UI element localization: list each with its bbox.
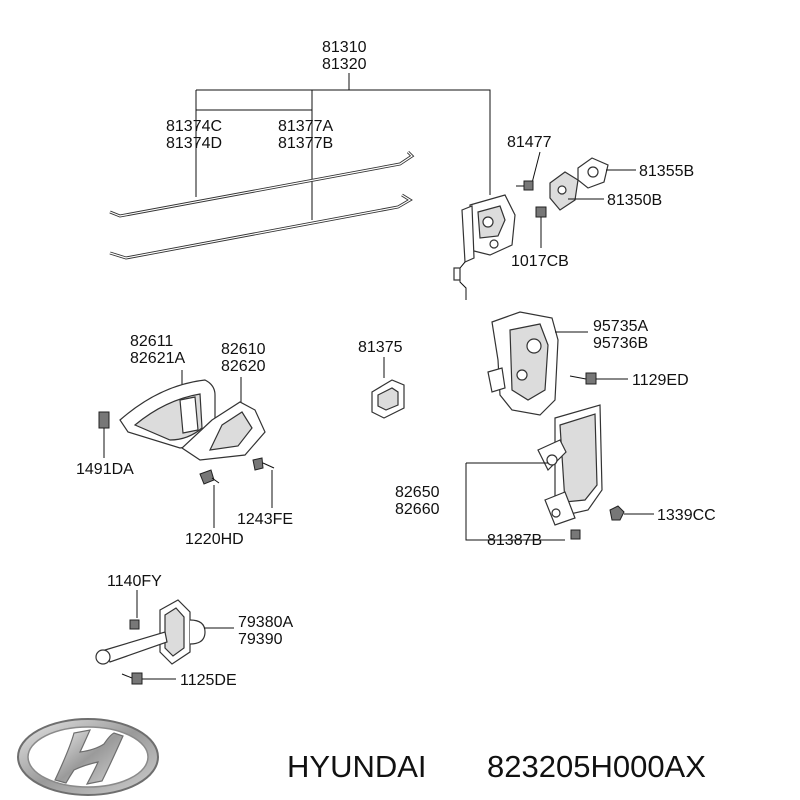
- label-95735a: 95735A: [593, 318, 648, 335]
- bolt-1125de: [121, 672, 176, 685]
- label-1129ed: 1129ED: [632, 372, 689, 389]
- label-81377a: 81377A: [278, 118, 333, 135]
- clip-1491da: [98, 411, 110, 458]
- outside-handle-82650: [537, 404, 603, 526]
- label-79390: 79390: [238, 631, 283, 648]
- label-81374c: 81374C: [166, 118, 222, 135]
- door-checker-79380: [95, 599, 206, 665]
- rod-81377: [109, 193, 413, 260]
- pad-81355b: [577, 157, 609, 189]
- label-81320: 81320: [322, 56, 367, 73]
- leader-82650: [465, 462, 565, 541]
- bracket-81350b: [549, 171, 579, 211]
- part-number: 823205H000AX: [487, 749, 706, 784]
- label-81387b: 81387B: [487, 532, 542, 549]
- label-81310: 81310: [322, 39, 367, 56]
- label-95736b: 95736B: [593, 335, 648, 352]
- bolt-81387b: [570, 529, 581, 540]
- leader-lines-top: [195, 73, 491, 220]
- door-lock-assembly: [453, 194, 516, 300]
- screw-1129ed: [569, 372, 628, 385]
- label-82610: 82610: [221, 341, 266, 358]
- rod-81374: [109, 150, 415, 218]
- screw-1017cb: [535, 206, 547, 248]
- label-82650: 82650: [395, 484, 440, 501]
- label-81375: 81375: [358, 339, 403, 356]
- label-1491da: 1491DA: [76, 461, 134, 478]
- door-latch-95735: [487, 311, 559, 416]
- leader-81477: [531, 151, 541, 184]
- label-79380a: 79380A: [238, 614, 293, 631]
- label-81374d: 81374D: [166, 135, 222, 152]
- callout-labels: 81310 81320 81374C 81374D 81377A 81377B …: [76, 39, 716, 689]
- hyundai-logo: [17, 718, 159, 796]
- bolt-81477: [516, 180, 534, 191]
- label-1125de: 1125DE: [180, 672, 237, 689]
- label-81350b: 81350B: [607, 192, 662, 209]
- screw-1243fe: [252, 457, 275, 508]
- brand-name: HYUNDAI: [287, 749, 427, 784]
- label-1220hd: 1220HD: [185, 531, 244, 548]
- label-81477: 81477: [507, 134, 552, 151]
- label-1243fe: 1243FE: [237, 511, 293, 528]
- label-81355b: 81355B: [639, 163, 694, 180]
- label-81377b: 81377B: [278, 135, 333, 152]
- clip-81375: [371, 379, 405, 419]
- label-1140fy: 1140FY: [107, 573, 162, 590]
- label-1017cb: 1017CB: [511, 253, 569, 270]
- label-82611: 82611: [130, 333, 173, 350]
- nut-1339cc: [609, 505, 654, 521]
- label-82621a: 82621A: [130, 350, 185, 367]
- label-1339cc: 1339CC: [657, 507, 716, 524]
- label-82660: 82660: [395, 501, 440, 518]
- screw-1220hd: [199, 469, 220, 528]
- inside-handle-82610: [119, 379, 266, 461]
- label-82620: 82620: [221, 358, 266, 375]
